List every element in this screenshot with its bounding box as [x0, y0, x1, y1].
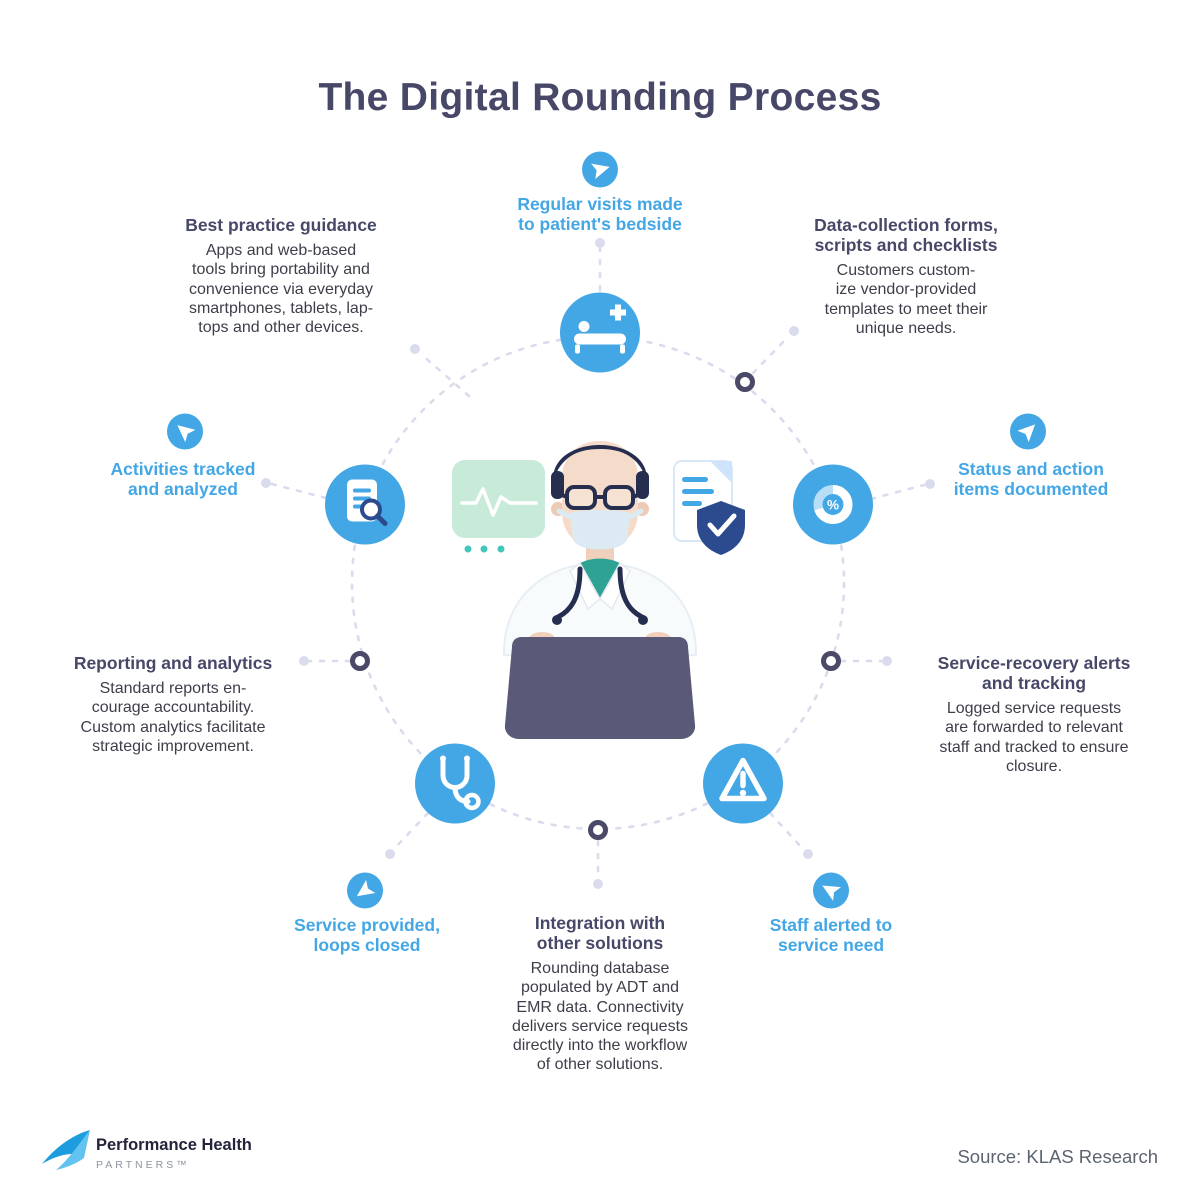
step-best-practice: Best practice guidance Apps and web-base…: [146, 215, 416, 337]
hospital-bed-icon: [560, 292, 640, 378]
step-heading: Data-collection forms, scripts and check…: [814, 215, 998, 256]
step-integration: Integration with other solutions Roundin…: [460, 913, 740, 1074]
warning-triangle-icon: [703, 743, 783, 829]
step-heading: Integration with other solutions: [534, 913, 666, 954]
stethoscope-icon: [415, 743, 495, 829]
paper-plane-logo-icon: [40, 1126, 92, 1181]
step-service-recovery: Service-recovery alerts and tracking Log…: [889, 653, 1179, 776]
step-status: Status and action items documented: [911, 459, 1151, 499]
send-arrow-icon: [813, 872, 849, 914]
step-heading: Activities tracked and analyzed: [110, 459, 256, 500]
page-title: The Digital Rounding Process: [318, 76, 882, 119]
step-bedside: Regular visits made to patient's bedside: [460, 194, 740, 234]
send-arrow-icon: [582, 151, 618, 193]
step-heading: Service provided, loops closed: [294, 915, 440, 956]
step-body: Logged service requests are forwarded to…: [939, 700, 1129, 775]
step-heading: Best practice guidance: [185, 215, 377, 235]
send-arrow-icon: [1010, 413, 1046, 455]
step-body: Standard reports en- courage accountabil…: [80, 680, 266, 755]
step-data-collection: Data-collection forms, scripts and check…: [771, 215, 1041, 338]
step-reporting: Reporting and analytics Standard reports…: [28, 653, 318, 756]
brand-lockup: Performance Health PARTNERS™: [96, 1136, 252, 1171]
brand-name: Performance Health: [96, 1136, 252, 1154]
svg-text:%: %: [827, 498, 839, 513]
step-body: Apps and web-based tools bring portabili…: [188, 242, 374, 336]
step-heading: Regular visits made to patient's bedside: [517, 194, 683, 235]
source-attribution: Source: KLAS Research: [957, 1146, 1158, 1167]
document-magnifier-icon: [325, 464, 405, 550]
step-service-provided: Service provided, loops closed: [247, 915, 487, 955]
send-arrow-icon: [347, 872, 383, 914]
step-activities: Activities tracked and analyzed: [63, 459, 303, 499]
step-heading: Reporting and analytics: [73, 653, 273, 673]
step-body: Rounding database populated by ADT and E…: [511, 960, 689, 1074]
step-heading: Service-recovery alerts and tracking: [937, 653, 1131, 694]
step-heading: Status and action items documented: [953, 459, 1109, 500]
step-body: Customers custom- ize vendor-provided te…: [824, 262, 988, 337]
percent-donut-icon: %: [793, 464, 873, 550]
clinician-illustration: [452, 441, 745, 739]
send-arrow-icon: [167, 413, 203, 455]
brand-subtitle: PARTNERS™: [96, 1159, 190, 1171]
step-heading: Staff alerted to service need: [769, 915, 893, 956]
step-staff-alerted: Staff alerted to service need: [711, 915, 951, 955]
